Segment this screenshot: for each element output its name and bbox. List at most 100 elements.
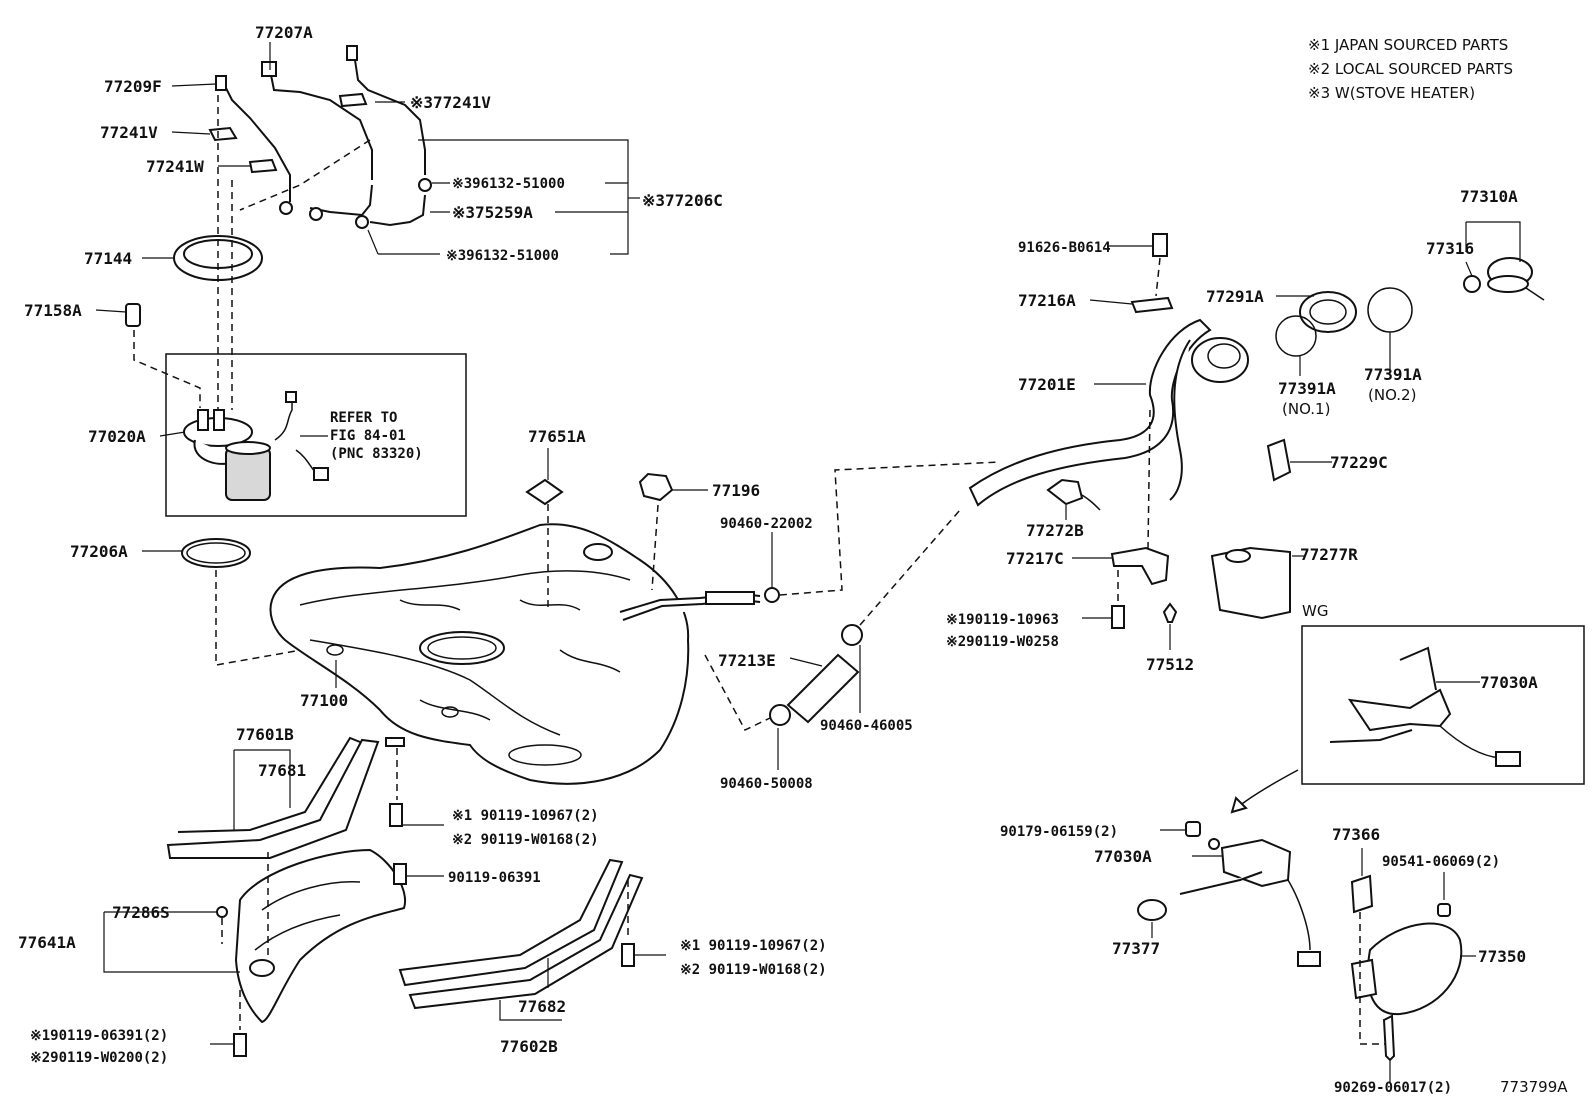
pad-77651A [525,448,564,610]
label-90119-06391-2[interactable]: ※190119-06391(2) [30,1028,168,1044]
screw-90269 [1359,912,1396,1082]
label-77377[interactable]: 77377 [1112,939,1160,958]
label-77350[interactable]: 77350 [1478,947,1526,966]
bolt-90119-06391 [393,863,444,885]
label-77209F[interactable]: 77209F [104,77,162,96]
fuel-door-opener-wg [1329,646,1521,767]
fuel-lid-77350 [1350,922,1476,1016]
valve-77158A [95,303,201,408]
label-77241W[interactable]: 77241W [146,157,204,176]
bolt-90119-10963 [1082,570,1125,629]
label-77030A-wg[interactable]: 77030A [1480,673,1538,692]
wg-label: WG [1302,602,1328,620]
label-90119-W0168-a[interactable]: ※2 90119-W0168(2) [452,832,599,848]
label-77272B[interactable]: 77272B [1026,521,1084,540]
note-local-sourced: ※2 LOCAL SOURCED PARTS [1308,60,1513,78]
clip-90460-22002 [764,461,1001,603]
opener-77030A [1179,838,1321,967]
label-90179-06159[interactable]: 90179-06159(2) [1000,824,1118,840]
filler-pipe-77201E [968,318,1249,507]
legend-notes: ※1 JAPAN SOURCED PARTS ※2 LOCAL SOURCED … [1308,36,1513,102]
refer-to-line3: (PNC 83320) [330,446,423,462]
label-77206A[interactable]: 77206A [70,542,128,561]
label-77286S[interactable]: 77286S [112,903,170,922]
label-77391A-no2-sub: (NO.2) [1368,386,1416,404]
bolt-91626-B0614 [1108,233,1168,297]
label-77316[interactable]: 77316 [1426,239,1474,258]
refer-to-line2[interactable]: FIG 84-01 [330,428,406,444]
label-77391A-no1-sub: (NO.1) [1282,400,1330,418]
label-77030A[interactable]: 77030A [1094,847,1152,866]
bolt-strap-rear [621,880,666,967]
label-77682[interactable]: 77682 [518,997,566,1016]
vapor-hose-assembly [208,45,432,229]
label-396132-51000-b[interactable]: ※396132-51000 [446,248,559,264]
label-90460-46005[interactable]: 90460-46005 [820,718,913,734]
label-90119-W0200[interactable]: ※290119-W0200(2) [30,1050,168,1066]
plug-77377 [1137,899,1167,938]
seal-77291A [1276,291,1357,333]
label-90269-06017[interactable]: 90269-06017(2) [1334,1080,1452,1096]
label-77366[interactable]: 77366 [1332,825,1380,844]
label-77229C[interactable]: 77229C [1330,453,1388,472]
clamp-77196 [638,472,708,591]
label-77241V-stove[interactable]: ※377241V [410,93,491,112]
label-77020A[interactable]: 77020A [88,427,146,446]
note-stove-heater: ※3 W(STOVE HEATER) [1308,84,1475,102]
wg-detail-box [1301,625,1585,785]
cushion-90541 [1437,872,1451,917]
label-77196[interactable]: 77196 [712,481,760,500]
label-77144[interactable]: 77144 [84,249,132,268]
sensor-77272B [1046,478,1101,520]
label-396132-51000-a[interactable]: ※396132-51000 [452,176,565,192]
label-77310A[interactable]: 77310A [1460,187,1518,206]
label-77651A[interactable]: 77651A [528,427,586,446]
label-77512[interactable]: 77512 [1146,655,1194,674]
label-77206C[interactable]: ※377206C [642,191,723,210]
label-91626-B0614[interactable]: 91626-B0614 [1018,240,1111,256]
label-77201E[interactable]: 77201E [1018,375,1076,394]
fuel-tank-77100 [269,523,761,785]
label-77391A-no1[interactable]: 77391A [1278,379,1336,398]
strap-77602B [398,858,644,1021]
label-77641A[interactable]: 77641A [18,933,76,952]
label-77213E[interactable]: 77213E [718,651,776,670]
label-77100[interactable]: 77100 [300,691,348,710]
wg-arrow-head [1230,796,1248,814]
label-77391A-no2[interactable]: 77391A [1364,365,1422,384]
label-77602B[interactable]: 77602B [500,1037,558,1056]
hinge-77366 [1350,848,1374,914]
label-77277R[interactable]: 77277R [1300,545,1358,564]
label-77681[interactable]: 77681 [258,761,306,780]
label-90119-W0258[interactable]: ※290119-W0258 [946,634,1059,650]
gasket-77206A [142,538,331,666]
lock-ring-77144 [142,235,263,281]
ring-77391A-no1 [1275,315,1317,376]
clip-77229C [1266,438,1332,482]
label-90460-22002[interactable]: 90460-22002 [720,516,813,532]
hose-77213E [704,509,961,770]
label-77217C[interactable]: 77217C [1006,549,1064,568]
label-77241V[interactable]: 77241V [100,123,158,142]
label-77601B[interactable]: 77601B [236,725,294,744]
refer-to-line1: REFER TO [330,410,397,426]
label-90541-06069[interactable]: 90541-06069(2) [1382,854,1500,870]
label-77291A[interactable]: 77291A [1206,287,1264,306]
refer-to-note: REFER TO FIG 84-01 (PNC 83320) [330,410,423,462]
label-90119-W0168-b[interactable]: ※2 90119-W0168(2) [680,962,827,978]
label-75259A[interactable]: ※375259A [452,203,533,222]
bracket-77217C [1072,409,1170,586]
label-90119-06391[interactable]: 90119-06391 [448,870,541,886]
label-90119-10967-b[interactable]: ※1 90119-10967(2) [680,938,827,954]
label-90119-10963[interactable]: ※190119-10963 [946,612,1059,628]
label-77158A[interactable]: 77158A [24,301,82,320]
label-90460-50008[interactable]: 90460-50008 [720,776,813,792]
bracket-77216A [1089,296,1174,314]
label-90119-10967-a[interactable]: ※1 90119-10967(2) [452,808,599,824]
leaders-top-left [171,42,640,255]
label-77216A[interactable]: 77216A [1018,291,1076,310]
cushion-90179-06159 [1160,821,1201,837]
label-77207A[interactable]: 77207A [255,23,313,42]
figure-id: 773799A [1500,1078,1568,1096]
